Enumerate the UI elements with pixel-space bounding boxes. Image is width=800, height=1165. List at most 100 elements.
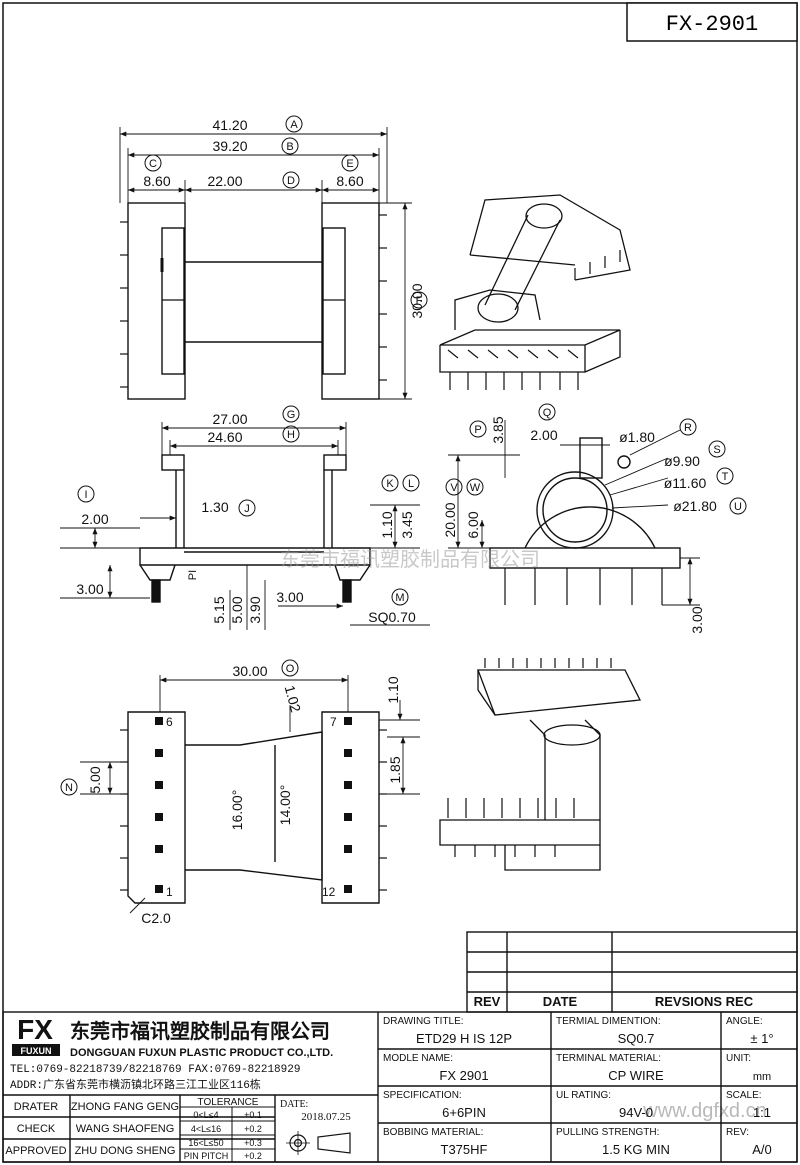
dim-c2-0: C2.0 [141,910,171,926]
marker-h: H [287,429,295,441]
angle-value: ± 1° [750,1031,773,1046]
dim-2-00-end: 2.00 [530,427,557,443]
angle-label: ANGLE: [726,1016,763,1027]
bobbing-material-value: T375HF [441,1142,488,1157]
role-drater: DRATER [14,1101,58,1113]
dim-5-00: 5.00 [229,596,245,623]
drawing-title-value: ETD29 H IS 12P [416,1031,512,1046]
marker-g: G [287,409,296,421]
terminal-material-value: CP WIRE [608,1068,664,1083]
dim-1-02: 1.02 [282,683,305,714]
unit-label: UNIT: [726,1053,751,1064]
dim-39-20: 39.20 [212,138,247,154]
dim-6-00: 6.00 [465,511,481,538]
marker-u: U [734,501,742,513]
isometric-view-bottom [439,658,642,871]
part-number-box: FX-2901 [626,2,798,42]
dim-3-00-left: 3.00 [76,581,103,597]
logo-subtext: FUXUN [21,1046,52,1056]
dim-dia-9-90: ø9.90 [664,453,700,469]
pin-12: 12 [322,885,336,899]
drawing-title-label: DRAWING TITLE: [383,1016,464,1027]
dim-3-00-mid: 3.00 [276,589,303,605]
marker-e: E [346,158,353,170]
dim-1-85: 1.85 [387,756,403,783]
projection-symbol-icon [286,1131,351,1155]
marker-f: F [416,295,423,307]
marker-o: O [286,663,295,675]
tolerance-value-4: +0.2 [244,1151,262,1161]
dim-5-00-bottom: 5.00 [87,766,103,793]
name-approved: ZHU DONG SHENG [75,1145,176,1157]
marker-b: B [286,141,293,153]
dim-3-90: 3.90 [247,596,263,623]
company-name-cn: 东莞市福讯塑胶制品有限公司 [70,1019,330,1043]
dim-5-15: 5.15 [211,596,227,623]
tolerance-value-1: +0.1 [244,1110,262,1120]
pulling-strength-value: 1.5 KG MIN [602,1142,670,1157]
scale-label: SCALE: [726,1090,762,1101]
name-check: WANG SHAOFENG [76,1123,175,1135]
marker-t: T [722,471,729,483]
model-name-label: MODLE NAME: [383,1053,453,1064]
marker-d: D [287,175,295,187]
dim-1-10-bottom: 1.10 [385,676,401,703]
rev-header: REV [474,994,501,1009]
front-view [60,422,430,630]
company-logo: FX FUXUN [12,1014,60,1056]
dim-20-00: 20.00 [442,502,458,537]
model-name-value: FX 2901 [439,1068,488,1083]
marker-r: R [684,422,692,434]
site-watermark: www.dgfxd.cn [642,1100,766,1122]
dim-16-00-deg: 16.00° [229,790,245,831]
dim-3-45: 3.45 [399,511,415,538]
ul-rating-label: UL RATING: [556,1090,611,1101]
dim-1-30: 1.30 [201,499,228,515]
tolerance-range-3: 16<L≤50 [188,1138,223,1148]
dim-3-00-end: 3.00 [689,606,705,633]
company-addr: ADDR:广东省东莞市横沥镇北环路三江工业区116栋 [10,1077,261,1092]
company-tel: TEL:0769-82218739/82218769 FAX:0769-8221… [10,1064,300,1076]
date-label: DATE: [280,1099,308,1110]
specification-label: SPECIFICATION: [383,1090,462,1101]
bottom-view [80,675,420,914]
marker-q: Q [543,407,552,419]
marker-c: C [149,158,157,170]
dim-24-60: 24.60 [207,429,242,445]
tolerance-range-1: 0<L≤4 [193,1110,218,1120]
marker-s: S [713,444,720,456]
dim-1-10: 1.10 [379,511,395,538]
tolerance-title: TOLERANCE [198,1097,259,1108]
scale-value: 1:1 [753,1105,771,1120]
ul-rating-value: 94V-0 [619,1105,653,1120]
marker-a: A [290,119,298,131]
tolerance-range-4: PIN PITCH [184,1151,229,1161]
marker-n: N [65,782,73,794]
part-number: FX-2901 [666,12,758,37]
marker-j: J [244,503,250,515]
role-approved: APPROVED [5,1145,66,1157]
dim-22-00: 22.00 [207,173,242,189]
marker-v: V [450,482,458,494]
terminal-dimention-value: SQ0.7 [618,1031,655,1046]
dim-dia-21-80: ø21.80 [673,498,717,514]
dim-3-85: 3.85 [490,416,506,443]
top-view [119,127,412,400]
terminal-dimention-label: TERMIAL DIMENTION: [556,1016,661,1027]
marker-m: M [395,592,404,604]
pin-1: 1 [166,885,173,899]
pin-7: 7 [330,715,337,729]
terminal-material-label: TERMINAL MATERIAL: [556,1053,661,1064]
isometric-view-top [439,194,631,390]
tolerance-value-3: +0.3 [244,1138,262,1148]
logo-mark: FX [17,1014,53,1045]
company-name-en: DONGGUAN FUXUN PLASTIC PRODUCT CO.,LTD. [70,1047,333,1059]
dim-dia-11-60: ø11.60 [664,475,707,491]
end-view-labels: 3.85 2.00 ø1.80 ø9.90 ø11.60 ø21.80 20.0… [442,403,747,634]
date-value: 2018.07.25 [301,1111,351,1123]
front-view-labels: 27.00 24.60 2.00 1.30 3.00 5.15 5.00 3.9… [76,405,420,625]
end-view [448,420,700,606]
dim-dia-1-80: ø1.80 [619,429,655,445]
